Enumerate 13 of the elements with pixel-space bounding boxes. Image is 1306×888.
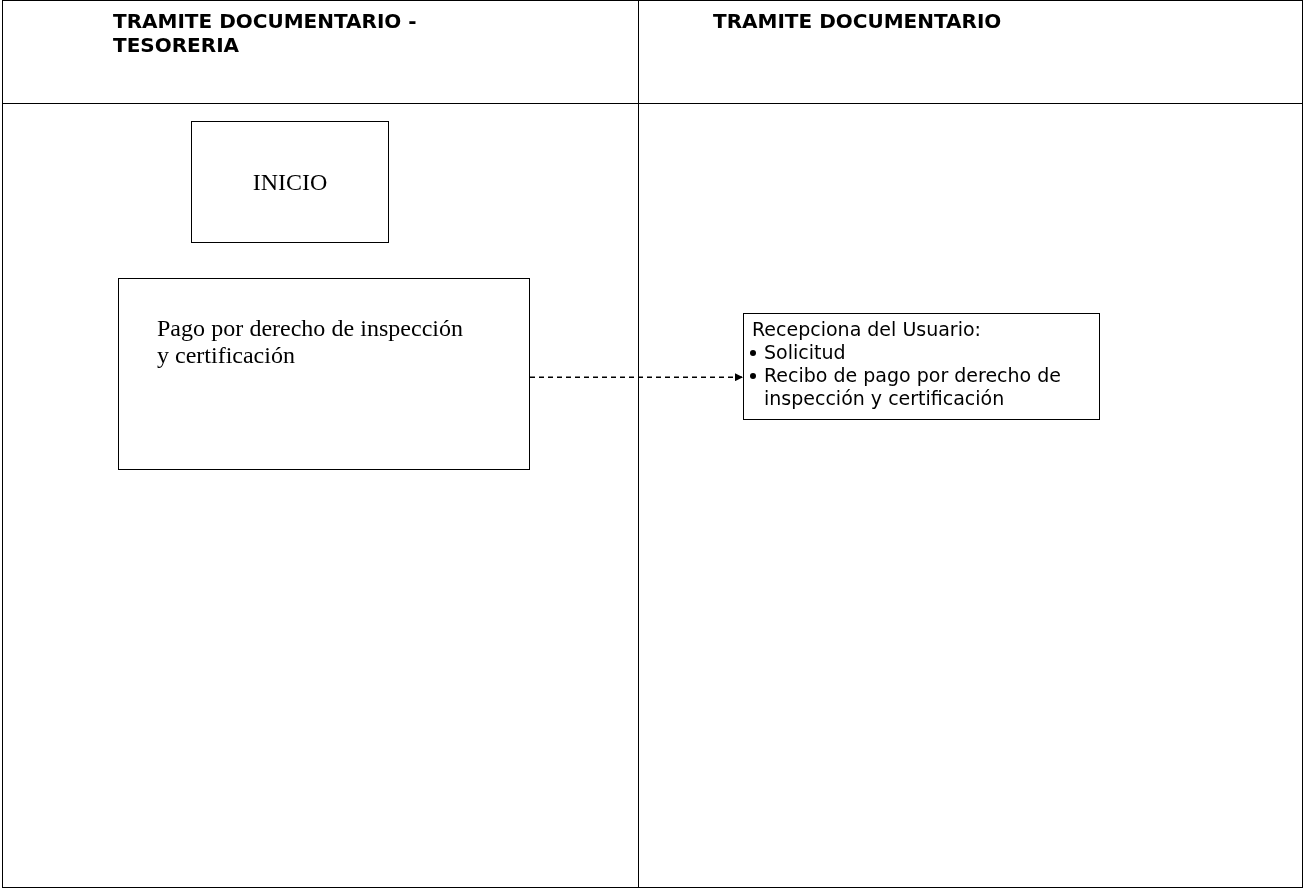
node-heading: Recepciona del Usuario: <box>752 318 982 341</box>
list-item: Solicitud <box>764 341 846 363</box>
swimlane <box>2 0 639 888</box>
arrow <box>529 373 744 382</box>
node-label: Pago por derecho de inspección y certificación <box>157 315 463 369</box>
process-box <box>743 313 1100 420</box>
lane-header: TRAMITE DOCUMENTARIO <box>712 8 1003 33</box>
lane-header: TRAMITE DOCUMENTARIO - TESORERIA <box>112 8 418 57</box>
node-label: INICIO <box>252 168 328 196</box>
swimlane <box>638 0 1303 888</box>
process-box <box>118 278 530 470</box>
list-item: Recibo de pago por derecho de inspección y certificación <box>764 364 1061 409</box>
start-box <box>191 121 389 243</box>
